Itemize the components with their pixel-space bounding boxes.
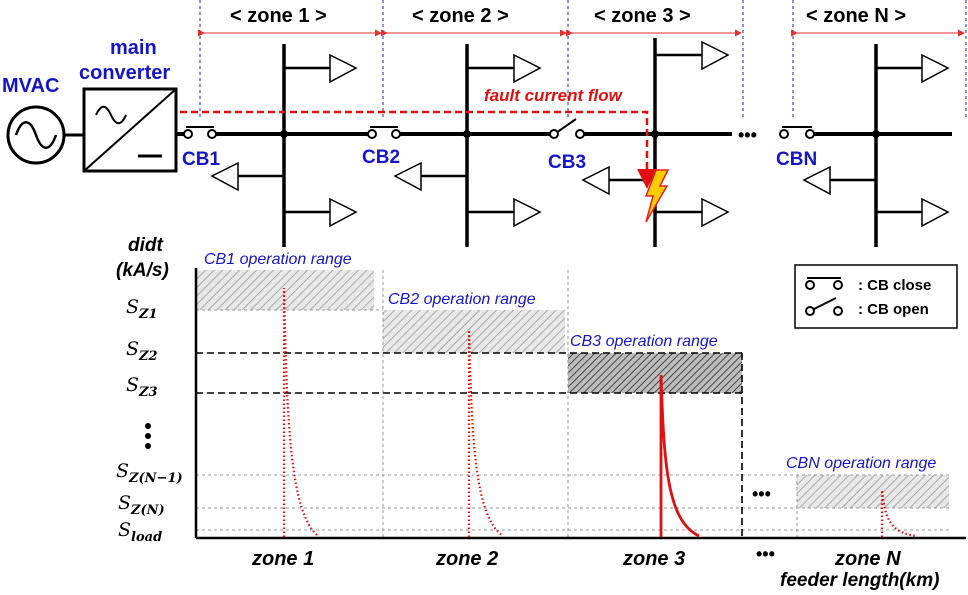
zone-header-2: < zone 2 > — [412, 5, 509, 27]
zone-2-spike — [467, 329, 504, 537]
zone-separators — [199, 0, 967, 120]
zone-2-bus — [393, 44, 542, 247]
cb2-range-label: CB2 operation range — [388, 291, 536, 308]
chart-ellipsis: ••• — [752, 484, 771, 504]
cb1-closed-icon — [183, 126, 217, 139]
mvac-label: MVAC — [2, 75, 59, 97]
zone-n-bus — [802, 44, 950, 247]
cb2-closed-icon — [367, 126, 401, 139]
x-label-ellipsis: ••• — [756, 544, 775, 564]
y-axis-label-line1: didt — [128, 235, 163, 256]
cb1-range-label: CB1 operation range — [204, 251, 352, 268]
ac-source-icon — [6, 105, 66, 165]
chart-axes — [194, 268, 966, 540]
zone-headers: < zone 1 > < zone 2 > < zone 3 > < zone … — [230, 5, 906, 27]
x-label-zone-1: zone 1 — [251, 548, 314, 570]
zone-3-bus — [581, 38, 730, 247]
x-zone-labels: zone 1 zone 2 zone 3 ••• zone N — [251, 544, 901, 570]
s-zn1-label: SZ(N−1) — [116, 460, 183, 486]
cb3-open-icon — [549, 118, 585, 139]
legend-open-label: : CB open — [858, 301, 929, 318]
y-axis-vertical-ellipsis — [145, 423, 151, 449]
x-label-zone-2: zone 2 — [435, 548, 498, 570]
zone-3-thresholds — [196, 352, 743, 538]
y-axis-label-line2: (kA/s) — [116, 260, 169, 281]
cbn-closed-icon — [779, 126, 815, 139]
converter-label-line1: main — [110, 37, 157, 59]
s-zn-label: SZ(N) — [118, 492, 165, 518]
s-z1-label: SZ1 — [126, 296, 158, 322]
cb2-label: CB2 — [362, 147, 400, 168]
cb-open-icon — [805, 297, 843, 316]
cbn-range-label: CBN operation range — [786, 455, 936, 472]
cb3-label: CB3 — [548, 152, 586, 173]
converter-label-line2: converter — [79, 62, 170, 84]
didt-curves — [282, 287, 917, 538]
zone-3-spike — [659, 374, 700, 538]
converter-icon — [82, 87, 178, 173]
cb2-operation-range — [383, 310, 565, 353]
cbn-label: CBN — [776, 149, 817, 170]
cb-close-icon — [805, 277, 843, 290]
zone-header-1: < zone 1 > — [230, 5, 327, 27]
legend-close-label: : CB close — [858, 277, 931, 294]
y-level-labels: SZ1 SZ2 SZ3 SZ(N−1) SZ(N) Sload — [116, 296, 183, 545]
lightning-fault-icon — [644, 169, 670, 223]
fault-current-path — [180, 110, 657, 189]
legend: : CB close : CB open — [794, 264, 958, 329]
s-load-label: Sload — [118, 519, 162, 545]
x-label-zone-3: zone 3 — [622, 548, 685, 570]
zone-1-bus — [210, 44, 358, 247]
cb3-range-label: CB3 operation range — [570, 333, 718, 350]
s-z3-label: SZ3 — [126, 374, 158, 400]
x-axis-label: feeder length(km) — [780, 570, 939, 591]
zone-n-spike — [880, 489, 917, 538]
cbn-operation-range — [797, 475, 949, 508]
s-z2-label: SZ2 — [126, 338, 158, 364]
zone-1-spike — [282, 287, 319, 537]
fault-current-label: fault current flow — [484, 86, 624, 105]
x-label-zone-n: zone N — [834, 548, 901, 570]
bus-ellipsis: ••• — [738, 125, 757, 145]
zone-header-3: < zone 3 > — [594, 5, 691, 27]
cb3-operation-range — [568, 353, 742, 393]
level-gridlines — [196, 270, 949, 538]
zone-header-n: < zone N > — [806, 5, 906, 27]
cb1-label: CB1 — [182, 149, 220, 170]
